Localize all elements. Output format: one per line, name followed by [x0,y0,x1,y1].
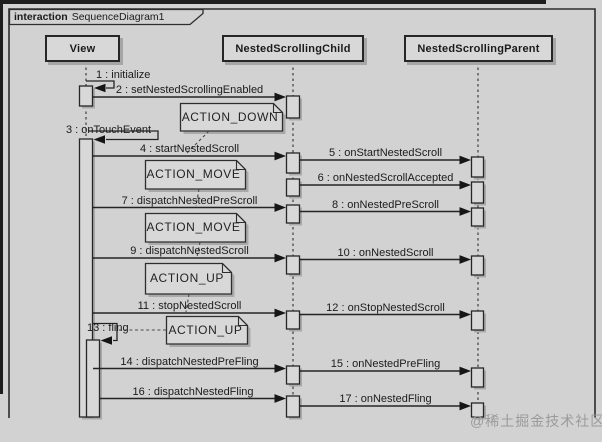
message-label-10: 10 : onNestedScroll [337,247,434,259]
activation-parent [470,255,485,276]
note-label-action-down: ACTION_DOWN [181,110,279,124]
message-label-12: 12 : onStopNestedScroll [326,302,445,314]
note-action-down [179,102,284,132]
screenshot-top-edge [0,0,546,4]
activation-child [285,310,301,330]
activation-view-init [78,85,94,107]
message-label-1: 1 : initialize [96,69,151,81]
note-action-move-2 [144,212,247,243]
frame-keyword: interaction [14,11,68,23]
message-3-loop [88,130,159,141]
message-label-7: 7 : dispatchNestedPreScroll [121,195,258,207]
message-label-17: 17 : onNestedFling [339,393,432,405]
activation-parent [470,402,485,418]
activation-child [285,178,301,197]
participant-view: View [45,35,120,62]
message-label-3: 3 : onTouchEvent [66,124,152,136]
message-label-8: 8 : onNestedPreScroll [332,199,439,211]
activation-parent [470,156,485,178]
message-label-13: 13 : fling [87,322,129,334]
message-1-loop [86,80,115,89]
self-message-arrows [86,80,159,345]
message-label-4: 4 : startNestedScroll [139,143,240,155]
activation-parent [470,207,485,227]
notes [144,102,286,347]
activation-view-fling [85,339,101,418]
message-label-15: 15 : onNestedPreFling [330,358,441,370]
message-label-5: 5 : onStartNestedScroll [328,147,443,159]
activation-child [285,95,301,119]
note-connectors [119,130,210,331]
note-label-action-up-2: ACTION_UP [168,323,243,337]
note-label-action-up-1: ACTION_UP [149,271,225,285]
activation-child [285,152,301,174]
activation-parent [470,181,485,204]
message-label-11: 11 : stopNestedScroll [137,300,242,312]
note-action-move-1 [144,159,247,190]
watermark: @稀土掘金技术社区 [470,413,602,429]
activation-child [285,255,301,275]
message-label-9: 9 : dispatchNestedScroll [130,245,249,257]
message-label-16: 16 : dispatchNestedFling [132,386,254,398]
message-label-14: 14 : dispatchNestedPreFling [120,356,259,368]
message-label-6: 6 : onNestedScrollAccepted [317,172,454,184]
activation-child [285,395,301,418]
message-label-2: 2 : setNestedScrollingEnabled [115,84,264,96]
participant-nested-scrolling-parent: NestedScrollingParent [404,35,553,62]
activation-bars [78,85,486,420]
activation-parent [470,367,485,388]
frame-title-tab [8,8,204,26]
activation-parent [470,310,485,331]
note-action-up-1 [144,262,233,295]
activation-child [285,365,301,385]
note-action-up-2 [165,315,249,345]
note-label-action-move-2: ACTION_MOVE [146,220,241,234]
screenshot-left-edge [0,0,3,394]
message-arrows [93,92,471,411]
frame-diagram-name: SequenceDiagram1 [71,11,165,23]
diagram-frame [8,8,596,418]
message-13-loop [93,322,118,342]
participant-nested-scrolling-child: NestedScrollingChild [222,35,364,62]
note-label-action-move-1: ACTION_MOVE [146,167,241,181]
activation-child [285,204,301,224]
